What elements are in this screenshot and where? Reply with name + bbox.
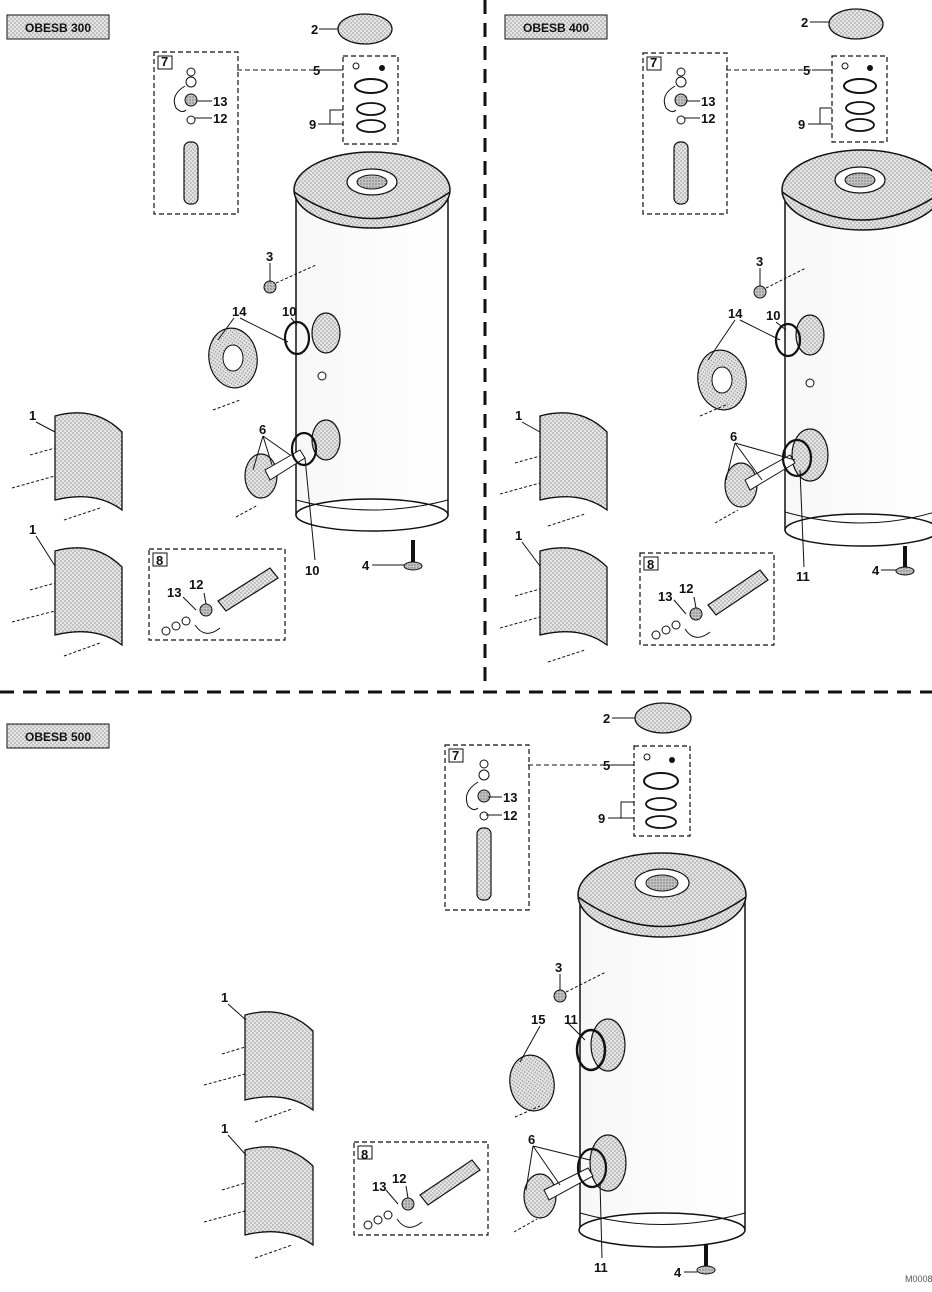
callout-2: 2: [311, 22, 318, 37]
flange-cover: [509, 1054, 555, 1112]
callout-10: 10: [305, 563, 319, 578]
callout-1: 1: [29, 408, 36, 423]
kit-box-5: [831, 55, 888, 143]
callout-4: 4: [674, 1265, 682, 1280]
callout-9: 9: [309, 117, 316, 132]
callout-11: 11: [796, 569, 810, 584]
section-obesb400: [499, 8, 932, 663]
kit-box-5: [633, 745, 691, 837]
callout-6: 6: [528, 1132, 535, 1147]
top-cover: [828, 8, 884, 40]
callout-7: 7: [161, 54, 168, 69]
callout-5: 5: [803, 63, 810, 78]
model-label-text: OBESB 300: [25, 21, 91, 35]
callout-1: 1: [221, 990, 228, 1005]
insulation-panel: [11, 412, 123, 521]
insulation-panel: [203, 1146, 314, 1259]
tank: [781, 149, 932, 547]
leader-lines: [35, 21, 896, 1273]
callout-14: 14: [728, 306, 743, 321]
drawing-reference-code: M0008: [905, 1274, 932, 1284]
callout-12: 12: [213, 111, 227, 126]
callout-6: 6: [259, 422, 266, 437]
model-label-obesb500: OBESB 500: [6, 723, 110, 749]
callout-8: 8: [647, 557, 654, 572]
tank: [293, 151, 451, 532]
callout-3: 3: [555, 960, 562, 975]
callout-13: 13: [658, 589, 672, 604]
insulation-panel: [499, 412, 608, 527]
section-obesb500: [203, 702, 747, 1275]
callout-13: 13: [701, 94, 715, 109]
callout-3: 3: [266, 249, 273, 264]
callout-12: 12: [189, 577, 203, 592]
model-label-text: OBESB 400: [523, 21, 589, 35]
callout-13: 13: [167, 585, 181, 600]
callout-9: 9: [798, 117, 805, 132]
callout-12: 12: [701, 111, 715, 126]
callout-7: 7: [650, 55, 657, 70]
callout-6: 6: [730, 429, 737, 444]
model-label-obesb400: OBESB 400: [504, 14, 608, 40]
kit-box-7: [153, 51, 239, 215]
callout-5: 5: [313, 63, 320, 78]
callout-13: 13: [372, 1179, 386, 1194]
kit-box-8: [353, 1141, 489, 1236]
model-label-obesb300: OBESB 300: [6, 14, 110, 40]
callout-5: 5: [603, 758, 610, 773]
callout-13: 13: [213, 94, 227, 109]
callout-10: 10: [766, 308, 780, 323]
callout-labels: 2 5 9 7 13 12 3 14 10 6 10 4 1 1 8 12 13…: [29, 15, 880, 1280]
callout-13: 13: [503, 790, 517, 805]
top-cover: [634, 702, 692, 734]
section-obesb300: [11, 13, 451, 657]
insulation-panel: [11, 547, 123, 657]
callout-3: 3: [756, 254, 763, 269]
kit-box-7: [642, 52, 728, 215]
callout-2: 2: [801, 15, 808, 30]
foot: [403, 540, 423, 571]
kit-box-8: [639, 552, 775, 646]
callout-12: 12: [503, 808, 517, 823]
kit-box-7: [444, 744, 530, 911]
insulation-panel: [203, 1011, 314, 1123]
callout-4: 4: [872, 563, 880, 578]
callout-12: 12: [679, 581, 693, 596]
callout-4: 4: [362, 558, 370, 573]
callout-9: 9: [598, 811, 605, 826]
callout-2: 2: [603, 711, 610, 726]
callout-15: 15: [531, 1012, 545, 1027]
callout-14: 14: [232, 304, 247, 319]
model-label-text: OBESB 500: [25, 730, 91, 744]
callout-1: 1: [29, 522, 36, 537]
foot: [696, 1244, 716, 1275]
callout-7: 7: [452, 748, 459, 763]
foot: [895, 546, 915, 576]
callout-11: 11: [564, 1012, 578, 1027]
callout-8: 8: [156, 553, 163, 568]
callout-10: 10: [282, 304, 296, 319]
callout-12: 12: [392, 1171, 406, 1186]
callout-11: 11: [594, 1260, 608, 1275]
callout-1: 1: [221, 1121, 228, 1136]
callout-8: 8: [361, 1147, 368, 1162]
top-cover: [337, 13, 393, 45]
tank: [577, 852, 747, 1248]
callout-1: 1: [515, 528, 522, 543]
kit-box-5: [342, 55, 399, 145]
callout-1: 1: [515, 408, 522, 423]
insulation-panel: [499, 547, 608, 663]
kit-box-8: [148, 548, 286, 641]
